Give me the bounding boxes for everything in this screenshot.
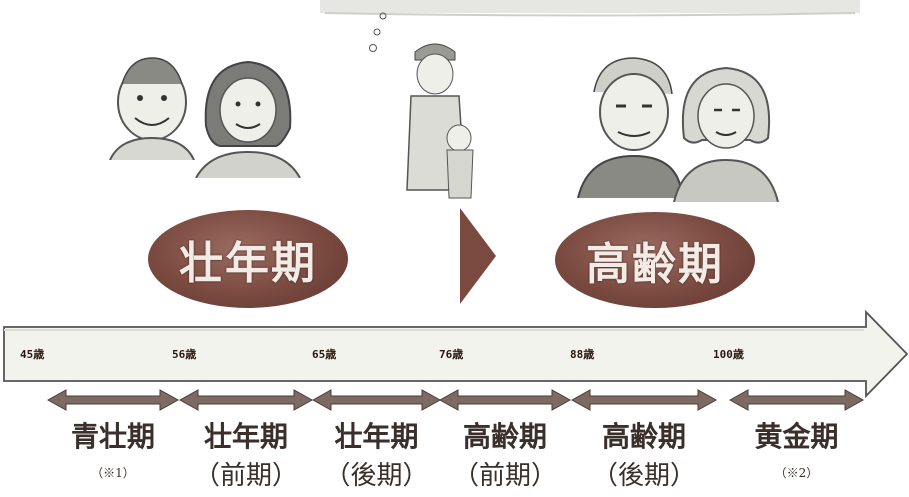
- age-label-56: 56歳: [172, 348, 197, 361]
- phase-label-middle-age: 壮年期: [179, 238, 317, 289]
- period-3-name: 壮年期: [334, 420, 419, 453]
- period-4-name: 高齢期: [462, 420, 547, 453]
- phase-oval-old-age: 高齢期: [555, 212, 755, 308]
- period-4-sub: （前期）: [452, 461, 557, 491]
- period-1: 青壮期 （※1）: [48, 420, 178, 482]
- timeline-arrow: [3, 309, 909, 399]
- age-label-88: 88歳: [570, 348, 595, 361]
- age-label-45: 45歳: [20, 348, 45, 361]
- period-2-sub: （前期）: [193, 461, 298, 491]
- age-label-65: 65歳: [312, 348, 337, 361]
- period-5-name: 高齢期: [601, 420, 686, 453]
- range-arrow-2: [178, 389, 314, 411]
- range-arrow-3: [311, 389, 442, 411]
- period-6: 黄金期 （※2）: [730, 420, 863, 482]
- range-arrows: [46, 389, 865, 411]
- range-arrow-4: [438, 389, 572, 411]
- range-arrow-5: [570, 389, 718, 411]
- period-6-name: 黄金期: [754, 420, 839, 453]
- elderly-woman-illustration: [673, 66, 779, 202]
- period-5-sub: （後期）: [591, 461, 696, 491]
- period-4: 高齢期 （前期）: [440, 420, 570, 494]
- elderly-man-with-child-illustration: [369, 12, 474, 199]
- middle-aged-woman-illustration: [195, 60, 301, 178]
- elderly-man-illustration: [577, 57, 682, 198]
- range-arrow-1: [46, 389, 180, 411]
- middle-aged-man-illustration: [109, 57, 195, 160]
- range-arrow-6: [728, 389, 865, 411]
- period-3-sub: （後期）: [324, 461, 429, 491]
- period-1-name: 青壮期: [70, 420, 155, 453]
- period-2-name: 壮年期: [203, 420, 288, 453]
- top-banner-fragment: [320, 0, 860, 17]
- period-2: 壮年期 （前期）: [180, 420, 312, 494]
- period-1-note: （※1）: [91, 466, 135, 480]
- period-5: 高齢期 （後期）: [572, 420, 716, 494]
- period-3: 壮年期 （後期）: [313, 420, 440, 494]
- age-label-76: 76歳: [439, 348, 464, 361]
- phase-transition-arrow: [460, 208, 496, 304]
- period-6-note: （※2）: [774, 466, 819, 480]
- age-label-100: 100歳: [713, 348, 744, 361]
- phase-label-old-age: 高齢期: [586, 239, 724, 290]
- phase-oval-middle-age: 壮年期: [148, 210, 348, 308]
